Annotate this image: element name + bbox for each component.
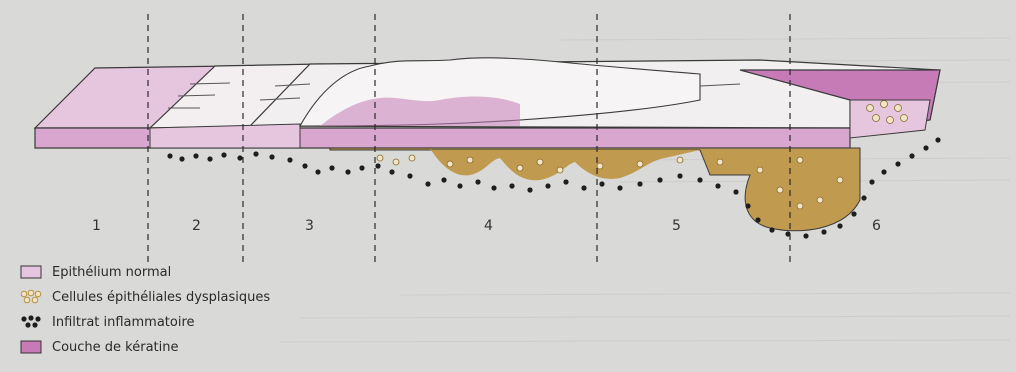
legend-item-keratin: Couche de kératine [20, 337, 179, 357]
keratin-swatch-icon [20, 339, 42, 355]
stage-label-4: 4 [484, 218, 493, 234]
legend-label-epithelium: Epithélium normal [52, 265, 171, 280]
stage-label-1: 1 [92, 218, 101, 234]
dysplastic-cells-icon [20, 289, 42, 305]
legend-label-infiltrate: Infiltrat inflammatoire [52, 315, 195, 330]
stage-label-3: 3 [305, 218, 314, 234]
legend-item-dysplastic: Cellules épithéliales dysplasiques [20, 287, 270, 307]
legend-item-epithelium: Epithélium normal [20, 262, 171, 282]
epithelium-swatch-icon [20, 264, 42, 280]
stage-label-6: 6 [872, 218, 881, 234]
epithelium-front-stage-2 [150, 124, 300, 148]
stage-label-2: 2 [192, 218, 201, 234]
legend-label-dysplastic: Cellules épithéliales dysplasiques [52, 290, 270, 305]
inflammatory-infiltrate-icon [20, 314, 42, 330]
legend-label-keratin: Couche de kératine [52, 340, 179, 355]
legend-item-infiltrate: Infiltrat inflammatoire [20, 312, 195, 332]
stage-label-5: 5 [672, 218, 681, 234]
tissue-slab [35, 58, 940, 148]
dysplastic-ridges [430, 148, 700, 180]
